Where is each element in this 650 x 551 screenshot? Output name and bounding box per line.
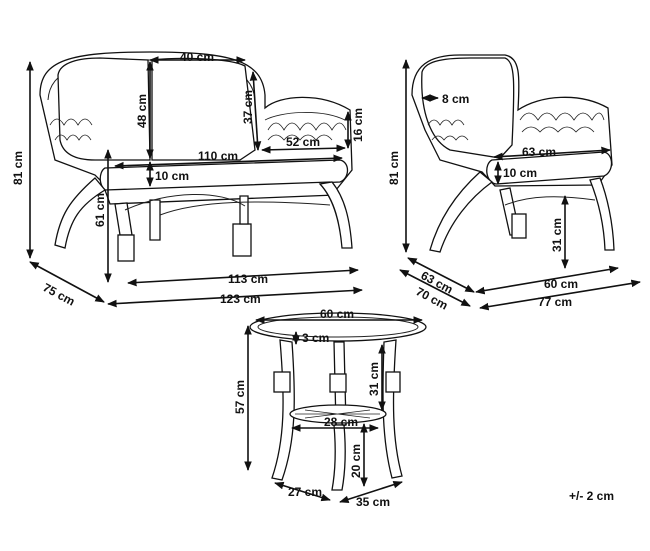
chair-label-total-height: 81 cm xyxy=(387,151,401,185)
sofa-label-total-width: 123 cm xyxy=(220,292,261,306)
table-label-upper-height: 31 cm xyxy=(367,362,381,396)
sofa-label-leg-span: 113 cm xyxy=(228,272,268,286)
sofa-label-seat-width: 110 cm xyxy=(198,149,238,163)
chair-label-total-width: 77 cm xyxy=(538,295,572,309)
chair-label-seat-width: 63 cm xyxy=(522,145,556,159)
side-table-drawing xyxy=(249,312,427,491)
chair-label-seat-cushion: 10 cm xyxy=(503,166,537,180)
sofa-label-seat-cushion: 10 cm xyxy=(155,169,189,183)
tolerance-note: +/- 2 cm xyxy=(569,489,615,503)
chair-label-seat-height: 31 cm xyxy=(550,218,564,252)
sofa-label-armrest-height: 16 cm xyxy=(351,108,365,142)
table-label-total-height: 57 cm xyxy=(233,380,247,414)
armchair-dimensions: 8 cm 63 cm 10 cm 81 cm 31 cm 63 cm 70 cm… xyxy=(387,59,641,313)
side-table-dimensions: 60 cm 3 cm 57 cm 31 cm 28 cm 20 cm 27 cm… xyxy=(233,307,423,509)
sofa-label-total-height: 81 cm xyxy=(11,151,25,185)
sofa-label-cushion-width: 40 cm xyxy=(180,50,214,64)
chair-label-back-cushion: 8 cm xyxy=(442,92,469,106)
table-label-width-leg: 35 cm xyxy=(356,495,390,509)
table-label-top-diameter: 60 cm xyxy=(320,307,354,321)
sofa-dimensions: 40 cm 48 cm 37 cm 52 cm 16 cm 110 cm 10 … xyxy=(11,50,365,309)
sofa-label-back-height: 37 cm xyxy=(241,90,255,124)
sofa-label-armrest-depth: 52 cm xyxy=(286,135,320,149)
chair-back-cushion xyxy=(421,57,515,159)
armchair-drawing xyxy=(411,54,615,253)
table-label-depth-leg: 27 cm xyxy=(288,485,322,499)
sofa-drawing xyxy=(39,51,353,262)
sofa-back-cushion-right xyxy=(151,57,256,161)
table-label-top-thickness: 3 cm xyxy=(302,331,329,345)
sofa-label-seat-height: 61 cm xyxy=(93,193,107,227)
chair-label-leg-span: 60 cm xyxy=(544,277,578,291)
table-label-lower-height: 20 cm xyxy=(349,444,363,478)
sofa-label-cushion-height: 48 cm xyxy=(135,94,149,128)
table-label-shelf-diameter: 28 cm xyxy=(324,415,358,429)
